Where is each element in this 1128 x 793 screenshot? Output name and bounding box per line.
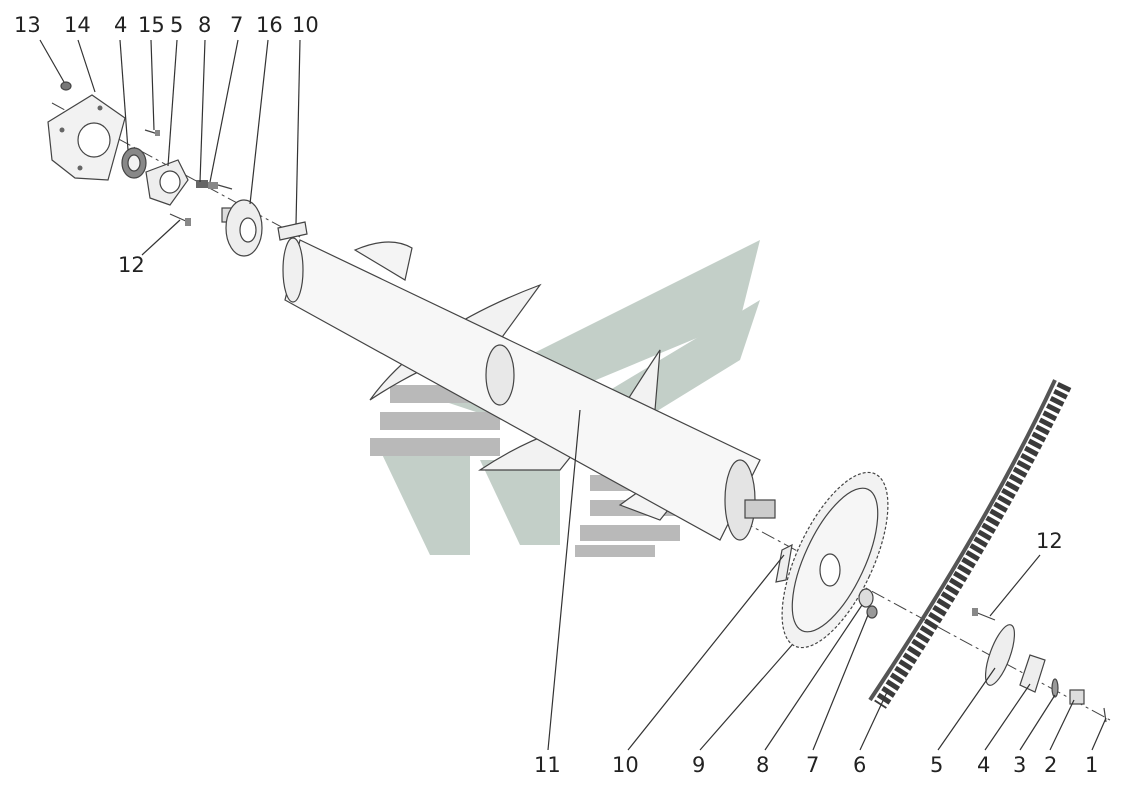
label-7: 7 bbox=[230, 13, 243, 37]
part-12-bolt-left bbox=[169, 213, 191, 226]
part-13-nut bbox=[60, 81, 72, 91]
label-7-bottom: 7 bbox=[806, 753, 819, 777]
label-8: 8 bbox=[198, 13, 211, 37]
label-5-bottom: 5 bbox=[930, 753, 943, 777]
label-11: 11 bbox=[534, 753, 561, 777]
label-5: 5 bbox=[170, 13, 183, 37]
part-4-bearing bbox=[121, 147, 147, 179]
label-4-bottom: 4 bbox=[977, 753, 990, 777]
label-12-right: 12 bbox=[1036, 529, 1063, 553]
part-4-spacer bbox=[1019, 654, 1046, 693]
part-11-auger bbox=[282, 237, 776, 541]
part-12-bolt-right bbox=[972, 608, 996, 621]
part-15-bolt bbox=[144, 129, 160, 136]
label-8-bottom: 8 bbox=[756, 753, 769, 777]
part-8-7-fittings bbox=[196, 180, 233, 190]
part-8-7-bushing bbox=[858, 588, 878, 619]
label-9: 9 bbox=[692, 753, 705, 777]
label-2: 2 bbox=[1044, 753, 1057, 777]
label-16: 16 bbox=[256, 13, 283, 37]
part-6-chain bbox=[868, 379, 1072, 709]
label-1: 1 bbox=[1085, 753, 1098, 777]
leader-lines bbox=[39, 39, 1107, 751]
label-4: 4 bbox=[114, 13, 127, 37]
part-5-flange-right bbox=[984, 624, 1016, 686]
label-10: 10 bbox=[292, 13, 319, 37]
part-14-plate bbox=[47, 94, 126, 181]
part-5-flange bbox=[145, 159, 189, 206]
label-14: 14 bbox=[64, 13, 91, 37]
part-3-washer bbox=[1051, 678, 1059, 698]
label-12-left: 12 bbox=[118, 253, 145, 277]
label-3: 3 bbox=[1013, 753, 1026, 777]
label-13: 13 bbox=[14, 13, 41, 37]
top-labels: 13 14 4 15 5 8 7 16 10 bbox=[14, 13, 319, 37]
label-6: 6 bbox=[853, 753, 866, 777]
part-10-key-right bbox=[775, 543, 793, 583]
label-10-bottom: 10 bbox=[612, 753, 639, 777]
label-15: 15 bbox=[138, 13, 165, 37]
part-2-nut bbox=[1069, 689, 1085, 705]
bottom-labels: 11 10 9 8 7 6 5 4 3 2 1 bbox=[534, 753, 1098, 777]
part-9-sprocket bbox=[781, 471, 889, 649]
part-10-key-left bbox=[277, 221, 308, 241]
part-16-hub bbox=[221, 199, 263, 257]
